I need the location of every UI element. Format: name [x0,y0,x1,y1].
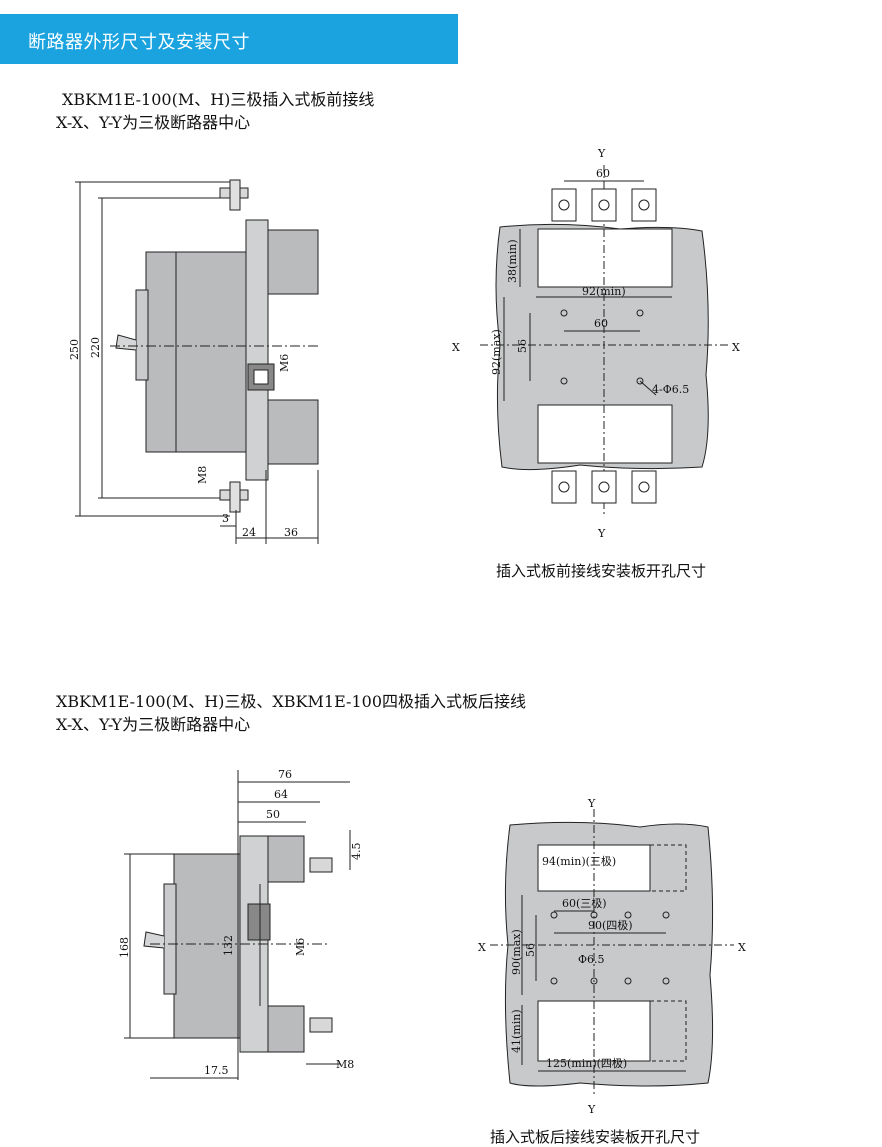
dim2-50: 50 [266,808,280,821]
dim2-132: 132 [222,935,235,956]
plate1-dim-60-top: 60 [596,167,610,180]
section2-caption: 插入式板后接线安装板开孔尺寸 [490,1128,701,1146]
dim-m6: M6 [278,354,291,372]
plate1-x-left: X [452,341,460,354]
dim2-76: 76 [278,768,292,781]
plate2-y-bottom: Y [587,1103,596,1116]
plate1-dim-92max: 92(max) [490,329,503,375]
dim-220: 220 [89,337,102,358]
plate2-x-right: X [738,941,746,954]
plate1-dim-56: 56 [516,339,529,353]
plate1-dim-92min: 92(min) [582,285,626,298]
dim-250: 250 [70,339,81,360]
plate2-dim-94: 94(min)(三极) [542,854,616,868]
plate2-x-left: X [478,941,486,954]
top-terminal-tabs [551,188,657,222]
dim2-m6: M6 [294,938,307,956]
plate2-dim-90: 90(四极) [588,918,633,932]
section1-subtitle: X-X、Y-Y为三极断路器中心 [56,113,251,132]
plate2-dim-90max: 90(max) [510,929,523,975]
dim2-17-5: 17.5 [204,1064,229,1077]
section-header-bar: 断路器外形尺寸及安装尺寸 [0,14,458,64]
dim-3: 3 [222,512,229,525]
plate2-dim-41min: 41(min) [510,1009,523,1053]
section1-title: XBKM1E-100(M、H)三极插入式板前接线 [62,90,375,109]
plate1-x-right: X [732,341,740,354]
plate2-hole: Φ6.5 [578,953,605,966]
section1-caption: 插入式板前接线安装板开孔尺寸 [496,562,707,580]
section2-side-view-drawing: 76 64 50 4.5 168 132 M6 17.5 M8 [118,768,363,1080]
plate1-holes: 4-Φ6.5 [652,383,689,396]
dim2-4-5: 4.5 [350,843,363,861]
dim-36: 36 [284,526,298,539]
plate1-dim-60-mid: 60 [594,317,608,330]
section2-subtitle: X-X、Y-Y为三极断路器中心 [56,715,251,734]
dim2-168: 168 [118,937,131,958]
dim-m8: M8 [196,466,209,484]
section-header-title: 断路器外形尺寸及安装尺寸 [28,32,250,53]
plate2-dim-60: 60(三极) [562,896,607,910]
section1-side-view-drawing: 250 220 M6 M8 3 24 36 [70,179,320,544]
plate2-y-top: Y [587,797,596,810]
section2-title: XBKM1E-100(M、H)三极、XBKM1E-100四极插入式板后接线 [56,692,526,711]
plate1-y-bottom: Y [597,527,606,540]
plate1-dim-38min: 38(min) [506,239,519,283]
section1-mounting-plate-drawing: Y Y X X 60 38(min) 92(min) 60 92(max) 56… [452,147,740,540]
dim2-64: 64 [274,788,288,801]
plate1-y-top: Y [597,147,606,160]
dim-24: 24 [242,526,256,539]
dim2-m8: M8 [336,1058,354,1071]
section2-mounting-plate-drawing: Y Y X X 94(min)(三极) 60(三极) 90(四极) 90(max… [478,797,746,1116]
plate2-dim-125: 125(min)(四极) [546,1056,627,1070]
plate2-dim-56: 56 [524,943,537,957]
